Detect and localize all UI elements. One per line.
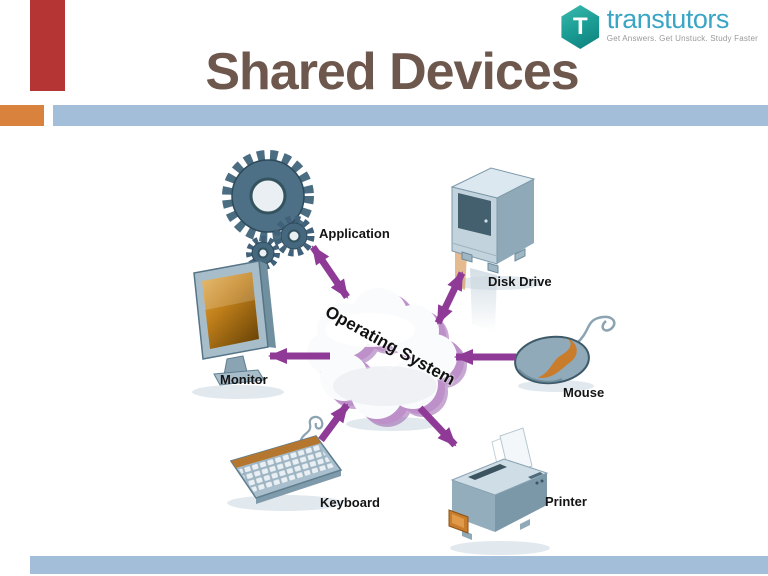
monitor-label: Monitor — [220, 372, 268, 387]
gears-icon — [222, 150, 315, 270]
arrow-disk-drive — [434, 271, 466, 325]
disk-drive-icon — [450, 167, 536, 332]
transtutors-tagline: Get Answers. Get Unstuck. Study Faster — [606, 34, 758, 43]
title-underline-blue — [53, 105, 768, 126]
printer-label: Printer — [545, 494, 587, 509]
connector-arrows — [268, 245, 516, 448]
keyboard-label: Keyboard — [320, 495, 380, 510]
mouse-icon — [514, 315, 616, 385]
red-accent-bar — [30, 0, 65, 91]
mouse-label: Mouse — [563, 385, 605, 400]
arrow-printer — [417, 405, 458, 448]
printer-icon — [448, 427, 549, 540]
logo-text-block: transtutors Get Answers. Get Unstuck. St… — [607, 5, 758, 43]
application-label: Application — [319, 226, 390, 241]
arrow-keyboard — [318, 402, 350, 443]
transtutors-wordmark: transtutors — [606, 4, 730, 34]
monitor-icon — [193, 260, 276, 386]
transtutors-icon-letter: T — [572, 13, 588, 40]
transtutors-logo: T transtutors Get Answers. Get Unstuck. … — [560, 5, 758, 49]
disk-drive-label: Disk Drive — [488, 274, 552, 289]
keyboard-icon — [229, 415, 343, 504]
title-underline-orange — [0, 105, 44, 126]
os-cloud — [307, 288, 467, 427]
page-title: Shared Devices — [205, 43, 579, 101]
bottom-accent-bar — [30, 556, 768, 574]
arrow-application — [310, 245, 350, 299]
